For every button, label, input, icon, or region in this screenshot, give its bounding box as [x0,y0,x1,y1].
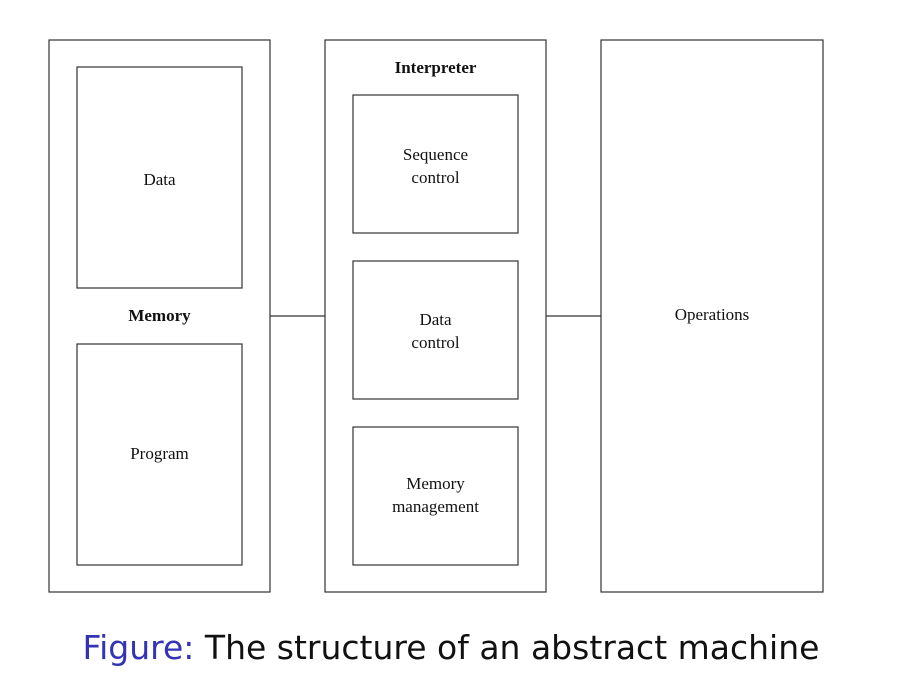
data-control-label-line1: Data [419,310,452,329]
sequence-control-label-line2: control [411,168,459,187]
data-control-box [352,260,519,400]
operations-box [600,39,824,593]
memory-block: Data Memory Program [48,39,271,593]
sequence-control-label-line1: Sequence [403,145,468,164]
memory-management-box [352,426,519,566]
interpreter-label: Interpreter [395,58,477,77]
abstract-machine-diagram: Data Memory Program Interpreter Sequence… [48,39,824,593]
interpreter-block: Interpreter Sequence control Data contro… [324,39,547,593]
memory-label: Memory [128,306,191,325]
sequence-control-box [352,94,519,234]
data-control-label-line2: control [411,333,459,352]
data-label: Data [143,170,176,189]
caption-prefix: Figure: [82,628,195,667]
memory-management-label-line2: management [392,497,479,516]
data-box [76,66,243,289]
figure-caption: Figure: The structure of an abstract mac… [0,628,902,667]
program-box [76,343,243,566]
caption-text: The structure of an abstract machine [204,628,820,667]
operations-label: Operations [675,305,750,324]
operations-block: Operations [600,39,824,593]
program-label: Program [130,444,189,463]
memory-management-label-line1: Memory [406,474,465,493]
